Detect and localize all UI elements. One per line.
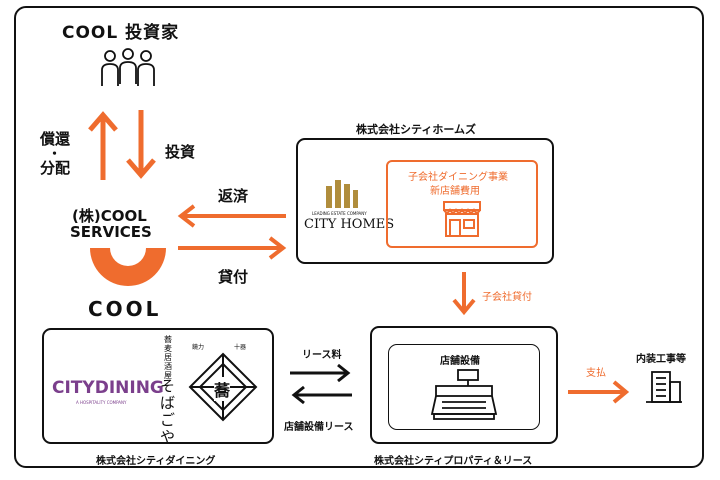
city-homes-logo-main: CITY HOMES <box>304 217 395 232</box>
cool-services-line2: SERVICES <box>70 223 152 241</box>
city-property-name: 株式会社シティプロパティ＆リース <box>374 456 533 467</box>
investor-label: COOL 投資家 <box>62 23 180 43</box>
repayment-label: 返済 <box>218 187 249 205</box>
dining-project-line2: 新店舗費用 <box>430 186 480 197</box>
sobagoya-vertical-label: 蕎麦居酒屋 <box>164 335 172 380</box>
city-dining-logo-sub: A HOSPITALITY COMPANY <box>76 400 127 405</box>
payment-arrow <box>568 380 630 404</box>
repayment-arrow <box>177 204 286 228</box>
up-arrow-icon <box>88 111 118 180</box>
repay-dist-dot: ・ <box>48 147 62 162</box>
subsidiary-loan-arrow <box>452 272 476 316</box>
cool-services-line1: (株)COOL <box>72 207 147 225</box>
city-homes-logo-small: LEADING ESTATE COMPANY <box>312 211 367 216</box>
city-homes-box <box>296 138 554 264</box>
lease-fee-arrow <box>290 363 351 383</box>
repay-dist-line2: 分配 <box>40 159 71 177</box>
loan-arrow <box>178 236 287 260</box>
equipment-lease-arrow <box>291 385 352 405</box>
repay-dist-line1: 償還 <box>40 130 71 148</box>
cool-logo-text: COOL <box>88 297 162 321</box>
diagram-frame <box>14 6 704 468</box>
crest-right-text: 十器 <box>234 344 247 351</box>
equipment-lease-label: 店舗設備リース <box>284 422 354 433</box>
store-equipment-box <box>388 344 540 430</box>
loan-label: 貸付 <box>218 268 249 286</box>
city-dining-logo-main: CITYDINING <box>52 378 164 398</box>
city-homes-name: 株式会社シティホームズ <box>356 123 477 136</box>
cash-register-icon <box>430 369 498 420</box>
subsidiary-loan-label: 子会社貸付 <box>482 292 532 303</box>
lease-fee-label: リース料 <box>302 350 342 361</box>
crest-left-text: 鏡力 <box>192 344 205 351</box>
down-arrow-icon <box>126 110 156 179</box>
interior-label: 内装工事等 <box>636 354 686 365</box>
crest-text: 蕎 <box>214 377 231 401</box>
sobagoya-name: そばごや <box>160 377 176 446</box>
city-homes-logo-icon <box>326 180 358 208</box>
city-dining-name: 株式会社シティダイニング <box>96 456 216 467</box>
investors-icon <box>101 48 155 86</box>
dining-project-line1: 子会社ダイニング事業 <box>408 172 508 183</box>
storefront-icon <box>443 201 481 237</box>
cool-logo-mark <box>90 248 166 286</box>
store-equipment-label: 店舗設備 <box>440 356 480 367</box>
building-icon <box>646 371 682 403</box>
dining-project-box <box>386 160 538 248</box>
invest-label: 投資 <box>165 143 196 161</box>
payment-label: 支払 <box>586 368 606 379</box>
